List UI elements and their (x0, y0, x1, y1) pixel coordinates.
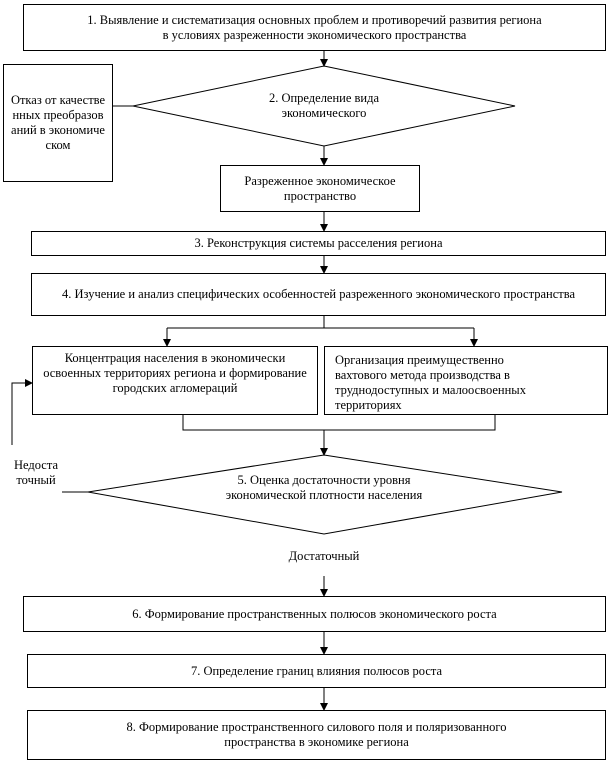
step-1-box: 1. Выявление и систематизация основных п… (23, 4, 606, 51)
feedback-line-up (11, 379, 33, 445)
step-8-text: 8. Формирование пространственного силово… (126, 720, 507, 749)
step-3-box: 3. Реконструкция системы расселения реги… (31, 231, 606, 256)
step-7-text: 7. Определение границ влияния полюсов ро… (190, 663, 443, 678)
step-4-box: 4. Изучение и анализ специфических особе… (31, 273, 606, 316)
step-6-text: 6. Формирование пространственных полюсов… (132, 606, 497, 621)
step-8-box: 8. Формирование пространственного силово… (27, 710, 606, 760)
decision-diamond-5 (87, 454, 563, 535)
step-5-text: 5. Оценка достаточности уровня экономиче… (225, 473, 423, 502)
rarefied-space-text: Разреженное экономическое пространство (244, 173, 396, 203)
split-line (167, 316, 325, 329)
step-2-text: 2. Определение вида экономического (268, 91, 380, 120)
sufficient-label: Достаточный (288, 549, 360, 563)
step-4-text: 4. Изучение и анализ специфических особе… (62, 287, 575, 301)
refusal-text: Отказ от качественных преобразований в э… (10, 93, 106, 152)
step-3-text: 3. Реконструкция системы расселения реги… (194, 236, 443, 250)
step-6-box: 6. Формирование пространственных полюсов… (23, 596, 606, 632)
branch-left-box: Концентрация населения в экономически ос… (32, 346, 318, 415)
branch-right-text: Организация преимущественно вахтового ме… (335, 353, 526, 412)
insufficient-label: Недостаточный (13, 458, 59, 487)
branch-right-box: Организация преимущественно вахтового ме… (324, 346, 608, 415)
refusal-box: Отказ от качественных преобразований в э… (3, 64, 113, 182)
rarefied-space-box: Разреженное экономическое пространство (220, 165, 420, 212)
branch-left-text: Концентрация населения в экономически ос… (43, 351, 307, 395)
step-7-box: 7. Определение границ влияния полюсов ро… (27, 654, 606, 688)
merge-line (182, 415, 496, 431)
step-1-text: 1. Выявление и систематизация основных п… (87, 12, 542, 42)
